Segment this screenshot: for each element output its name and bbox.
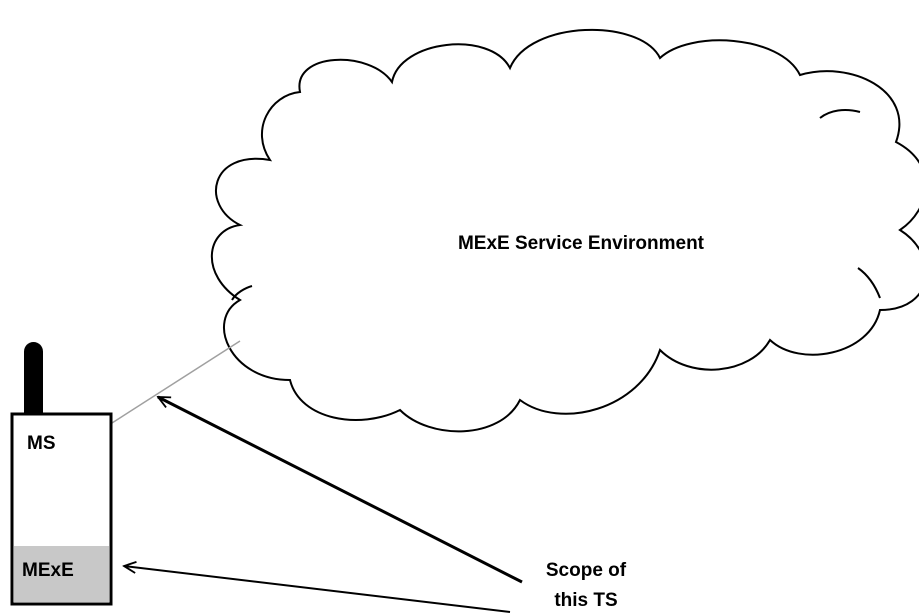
scope-label-line1: Scope of	[546, 560, 627, 581]
cloud-inner-arc-right	[857, 267, 881, 299]
scope-arrow-to-mexe	[124, 566, 511, 613]
connector-line	[111, 340, 241, 424]
scope-label-line2: this TS	[554, 590, 617, 611]
cloud-inner-arc-left	[231, 285, 253, 301]
cloud-label: MExE Service Environment	[458, 233, 705, 254]
mexe-module	[14, 546, 109, 602]
ms-label: MS	[27, 433, 56, 454]
scope-arrow-to-ms	[158, 395, 523, 584]
antenna	[24, 342, 43, 424]
cloud-inner-arc-top	[819, 109, 861, 119]
service-environment-cloud	[210, 28, 919, 433]
mexe-module-label: MExE	[22, 560, 74, 581]
